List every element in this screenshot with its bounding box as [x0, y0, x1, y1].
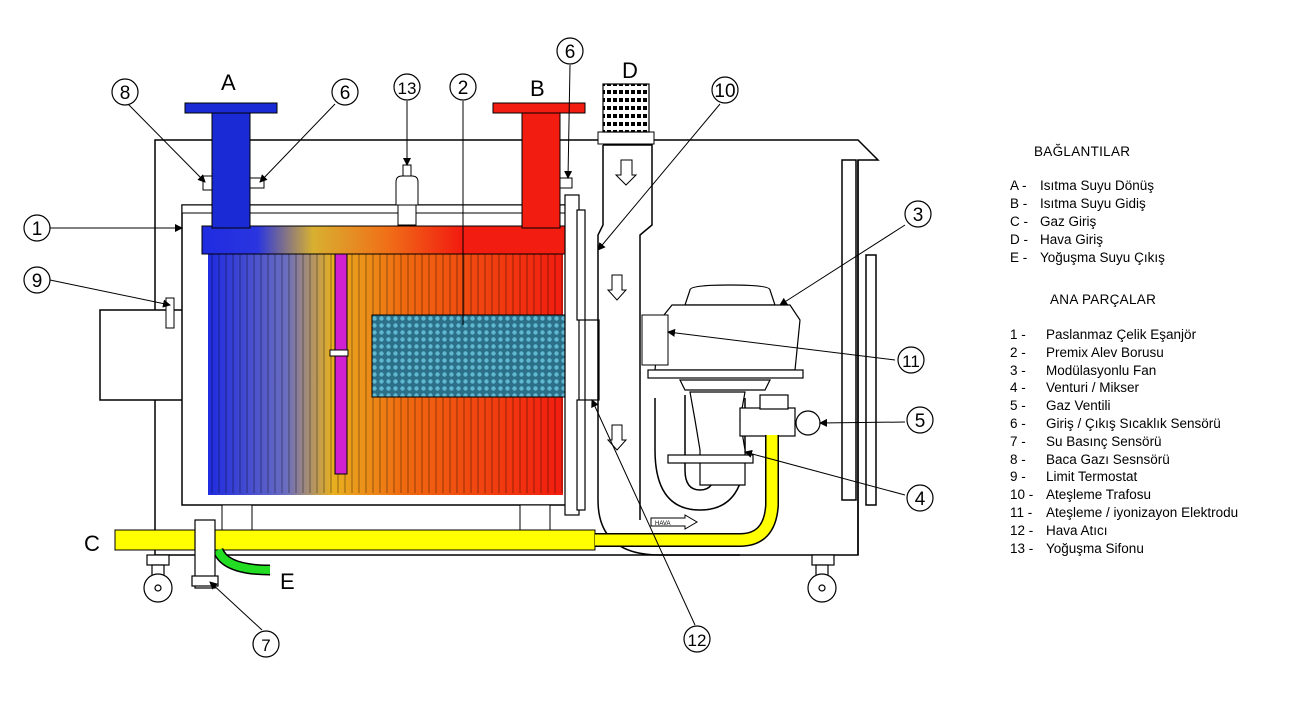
callout-6-right: 6 [556, 37, 584, 65]
water-header [201, 225, 573, 255]
return-water-pipe [184, 102, 278, 229]
part-item: 5 -Gaz Ventili [1010, 398, 1111, 414]
support-feet [221, 504, 551, 531]
pressure-sensor [202, 175, 213, 191]
callout-1: 1 [23, 214, 51, 242]
letter-e: E [280, 569, 295, 594]
flue-box [99, 309, 189, 401]
svg-text:9: 9 [32, 271, 43, 292]
callout-3: 3 [904, 200, 932, 228]
callout-9: 10 [711, 76, 739, 104]
part-item: 3 -Modülasyonlu Fan [1010, 362, 1157, 378]
temperature-sensor-in [249, 177, 265, 189]
part-item: 7 -Su Basınç Sensörü [1010, 433, 1162, 449]
flame-plate [334, 251, 348, 475]
letter-c: C [84, 531, 100, 556]
callout-11: 12 [683, 625, 711, 653]
svg-text:11: 11 [902, 352, 920, 371]
part-item: 9 -Limit Termostat [1010, 469, 1138, 485]
caster-wheels [143, 554, 837, 603]
callout-10: 11 [897, 346, 925, 374]
venturi-mixer [667, 391, 754, 486]
part-item: 12 -Hava Atıcı [1010, 522, 1108, 538]
gas-pipe [114, 435, 779, 551]
callout-8: 9 [23, 266, 51, 294]
svg-text:1: 1 [32, 219, 43, 240]
svg-text:3: 3 [913, 205, 924, 226]
part-item: 10 -Ateşleme Trafosu [1010, 487, 1152, 503]
connection-item: A -Isıtma Suyu Dönüş [1010, 178, 1155, 193]
part-item: 6 -Giriş / Çıkış Sıcaklık Sensörü [1010, 416, 1221, 431]
leader-lines [49, 64, 906, 631]
svg-text:5: 5 [915, 411, 926, 432]
svg-text:10: 10 [714, 81, 735, 102]
condensate-siphon [191, 519, 219, 589]
connection-item: D -Hava Giriş [1010, 232, 1104, 247]
callout-12: 13 [393, 73, 421, 101]
part-item: 2 -Premix Alev Borusu [1010, 344, 1164, 360]
callout-7: 8 [111, 78, 139, 106]
svg-text:6: 6 [340, 83, 351, 104]
premix-flame-tube [371, 314, 578, 398]
svg-text:4: 4 [915, 489, 926, 510]
svg-text:7: 7 [261, 636, 270, 655]
parts-title: ANA PARÇALAR [1050, 292, 1157, 307]
side-plate [564, 194, 600, 516]
gas-valve [739, 394, 821, 437]
svg-text:2: 2 [458, 78, 469, 99]
callout-4: 4 [906, 484, 934, 512]
connection-letters: A B C D E [84, 58, 638, 594]
airflow-label: HAVA [655, 521, 670, 527]
temperature-sensor-out [559, 177, 573, 189]
flue-gas-sensor [165, 297, 175, 329]
letter-a: A [221, 70, 236, 95]
connection-item: E -Yoğuşma Suyu Çıkış [1010, 250, 1165, 265]
svg-text:6: 6 [565, 42, 576, 63]
part-item: 11 -Ateşleme / iyonizayon Elektrodu [1010, 505, 1239, 520]
air-intake-grille [597, 83, 655, 145]
ignition-transformer [641, 314, 669, 366]
connection-item: B -Isıtma Suyu Gidiş [1010, 196, 1146, 211]
letter-b: B [530, 76, 545, 101]
connections-title: BAĞLANTILAR [1034, 144, 1131, 159]
supply-water-pipe [492, 102, 586, 229]
air-vent [395, 164, 419, 226]
part-item: 1 -Paslanmaz Çelik Eşanjör [1010, 327, 1197, 342]
part-item: 8 -Baca Gazı Sesnsörü [1010, 451, 1170, 467]
letter-d: D [622, 58, 638, 83]
callouts: 1 9 8 6 13 2 6 10 3 11 5 4 12 7 [23, 37, 934, 658]
svg-text:13: 13 [398, 79, 417, 98]
svg-text:8: 8 [120, 83, 131, 104]
modulating-fan [647, 284, 804, 391]
callout-13: 7 [252, 630, 280, 658]
svg-text:12: 12 [688, 631, 707, 650]
callout-2: 2 [449, 73, 477, 101]
part-item: 4 -Venturi / Mikser [1010, 380, 1140, 396]
connection-item: C -Gaz Giriş [1010, 214, 1097, 229]
callout-6-left: 6 [331, 78, 359, 106]
callout-5: 5 [906, 406, 934, 434]
part-item: 13 -Yoğuşma Sifonu [1010, 540, 1144, 556]
